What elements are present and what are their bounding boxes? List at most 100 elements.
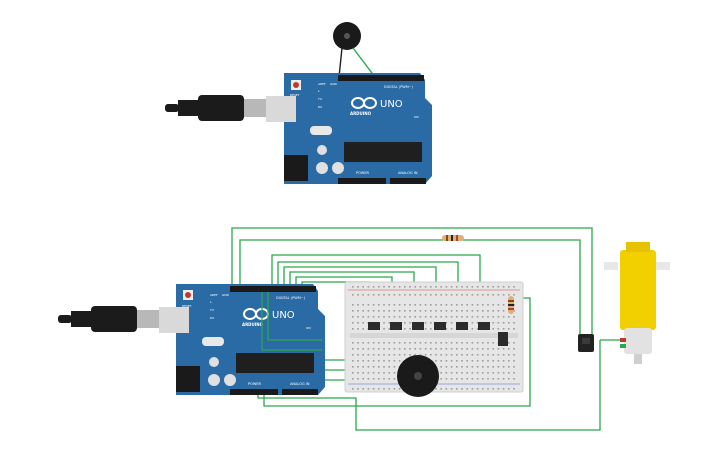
breadboard-hole (450, 378, 453, 380)
breadboard-hole (378, 310, 380, 312)
breadboard-hole (445, 372, 448, 374)
analog-header-top[interactable] (390, 178, 426, 184)
breadboard-hole (378, 360, 380, 362)
breadboard-hole (513, 360, 515, 362)
breadboard-hole (383, 310, 385, 312)
breadboard-hole (388, 342, 390, 344)
usb-cable-top[interactable] (165, 95, 268, 121)
breadboard-hole (461, 294, 463, 296)
breadboard-hole (445, 360, 448, 362)
breadboard-hole (450, 316, 453, 318)
breadboard-hole (508, 328, 510, 330)
wires-board-front[interactable] (261, 292, 322, 351)
piezo-buzzer-bottom[interactable] (397, 355, 439, 397)
power-jack-bottom (176, 366, 200, 392)
tx-label-bottom: TX (209, 308, 214, 312)
breadboard-hole (372, 294, 375, 296)
breadboard-hole (508, 372, 510, 374)
breadboard-hole (497, 286, 500, 288)
l-label-top: L (318, 89, 320, 93)
breadboard-hole (409, 286, 411, 288)
breadboard-hole (378, 388, 380, 390)
breadboard-hole (362, 366, 364, 368)
breadboard-hole (435, 354, 437, 356)
breadboard-hole (352, 304, 354, 306)
breadboard-hole (430, 342, 432, 344)
breadboard-hole (362, 316, 364, 318)
breadboard-hole (393, 294, 396, 296)
transistor[interactable] (578, 334, 594, 352)
breadboard-hole (357, 294, 359, 296)
breadboard-hole (352, 328, 354, 330)
breadboard-hole (398, 354, 401, 356)
breadboard-hole (357, 310, 359, 312)
breadboard-hole (466, 294, 468, 296)
breadboard-hole (383, 342, 385, 344)
breadboard-hole (513, 322, 515, 324)
breadboard-hole (440, 348, 442, 350)
power-header-bottom[interactable] (230, 389, 278, 395)
breadboard-hole (497, 328, 500, 330)
power-header-top[interactable] (338, 178, 386, 184)
breadboard-hole (367, 354, 370, 356)
analog-label-top: ANALOG IN (398, 171, 418, 175)
breadboard-hole (513, 372, 515, 374)
breadboard-hole (424, 316, 427, 318)
arduino-uno-top[interactable]: UNO ARDUINO DIGITAL (PWM~) POWER ANALOG … (266, 73, 432, 184)
breadboard-hole (367, 360, 370, 362)
breadboard-hole (502, 310, 505, 312)
breadboard-hole (456, 366, 458, 368)
breadboard-hole (352, 388, 354, 390)
resistor-top-wire[interactable] (442, 235, 464, 241)
breadboard-hole (352, 316, 354, 318)
breadboard-hole (393, 304, 396, 306)
breadboard-hole (435, 304, 437, 306)
breadboard-hole (492, 372, 494, 374)
piezo-buzzer-top[interactable] (333, 22, 361, 50)
breadboard-hole (357, 354, 359, 356)
breadboard-hole (466, 354, 468, 356)
breadboard-hole (497, 294, 500, 296)
breadboard-hole (362, 304, 364, 306)
usb-cable-bottom[interactable] (58, 306, 161, 332)
digital-header-bottom[interactable] (230, 286, 316, 292)
breadboard-hole (461, 360, 463, 362)
resistor-breadboard[interactable] (508, 296, 514, 314)
breadboard-hole (445, 328, 448, 330)
buzzer-wire-black[interactable] (338, 47, 343, 78)
breadboard-hole (378, 294, 380, 296)
breadboard-hole (482, 378, 484, 380)
breadboard-hole (393, 354, 396, 356)
breadboard-hole (456, 304, 458, 306)
breadboard-hole (487, 388, 489, 390)
breadboard-hole (450, 328, 453, 330)
breadboard-hole (378, 286, 380, 288)
breadboard-hole (440, 310, 442, 312)
breadboard-hole (352, 372, 354, 374)
analog-header-bottom[interactable] (282, 389, 318, 395)
pushbuttons[interactable] (368, 322, 508, 346)
breadboard-hole (414, 342, 416, 344)
digital-header-top[interactable] (338, 75, 424, 81)
breadboard-hole (482, 388, 484, 390)
arduino-uno-bottom[interactable]: UNO ARDUINO DIGITAL (PWM~) POWER ANALOG … (159, 284, 325, 395)
breadboard-hole (357, 286, 359, 288)
breadboard-hole (388, 304, 390, 306)
breadboard-hole (461, 354, 463, 356)
breadboard-hole (435, 342, 437, 344)
breadboard-hole (424, 342, 427, 344)
gnd-label-bottom: GND (222, 293, 230, 297)
dc-gear-motor[interactable] (604, 242, 670, 364)
breadboard-hole (362, 294, 364, 296)
breadboard-hole (367, 366, 370, 368)
buzzer-wire-green[interactable] (352, 47, 376, 78)
breadboard-hole (424, 294, 427, 296)
breadboard-hole (424, 286, 427, 288)
breadboard-hole (497, 372, 500, 374)
breadboard-hole (513, 294, 515, 296)
breadboard-hole (502, 286, 505, 288)
breadboard-hole (487, 304, 489, 306)
board-brand-top: UNO (380, 99, 403, 110)
breadboard-hole (383, 316, 385, 318)
